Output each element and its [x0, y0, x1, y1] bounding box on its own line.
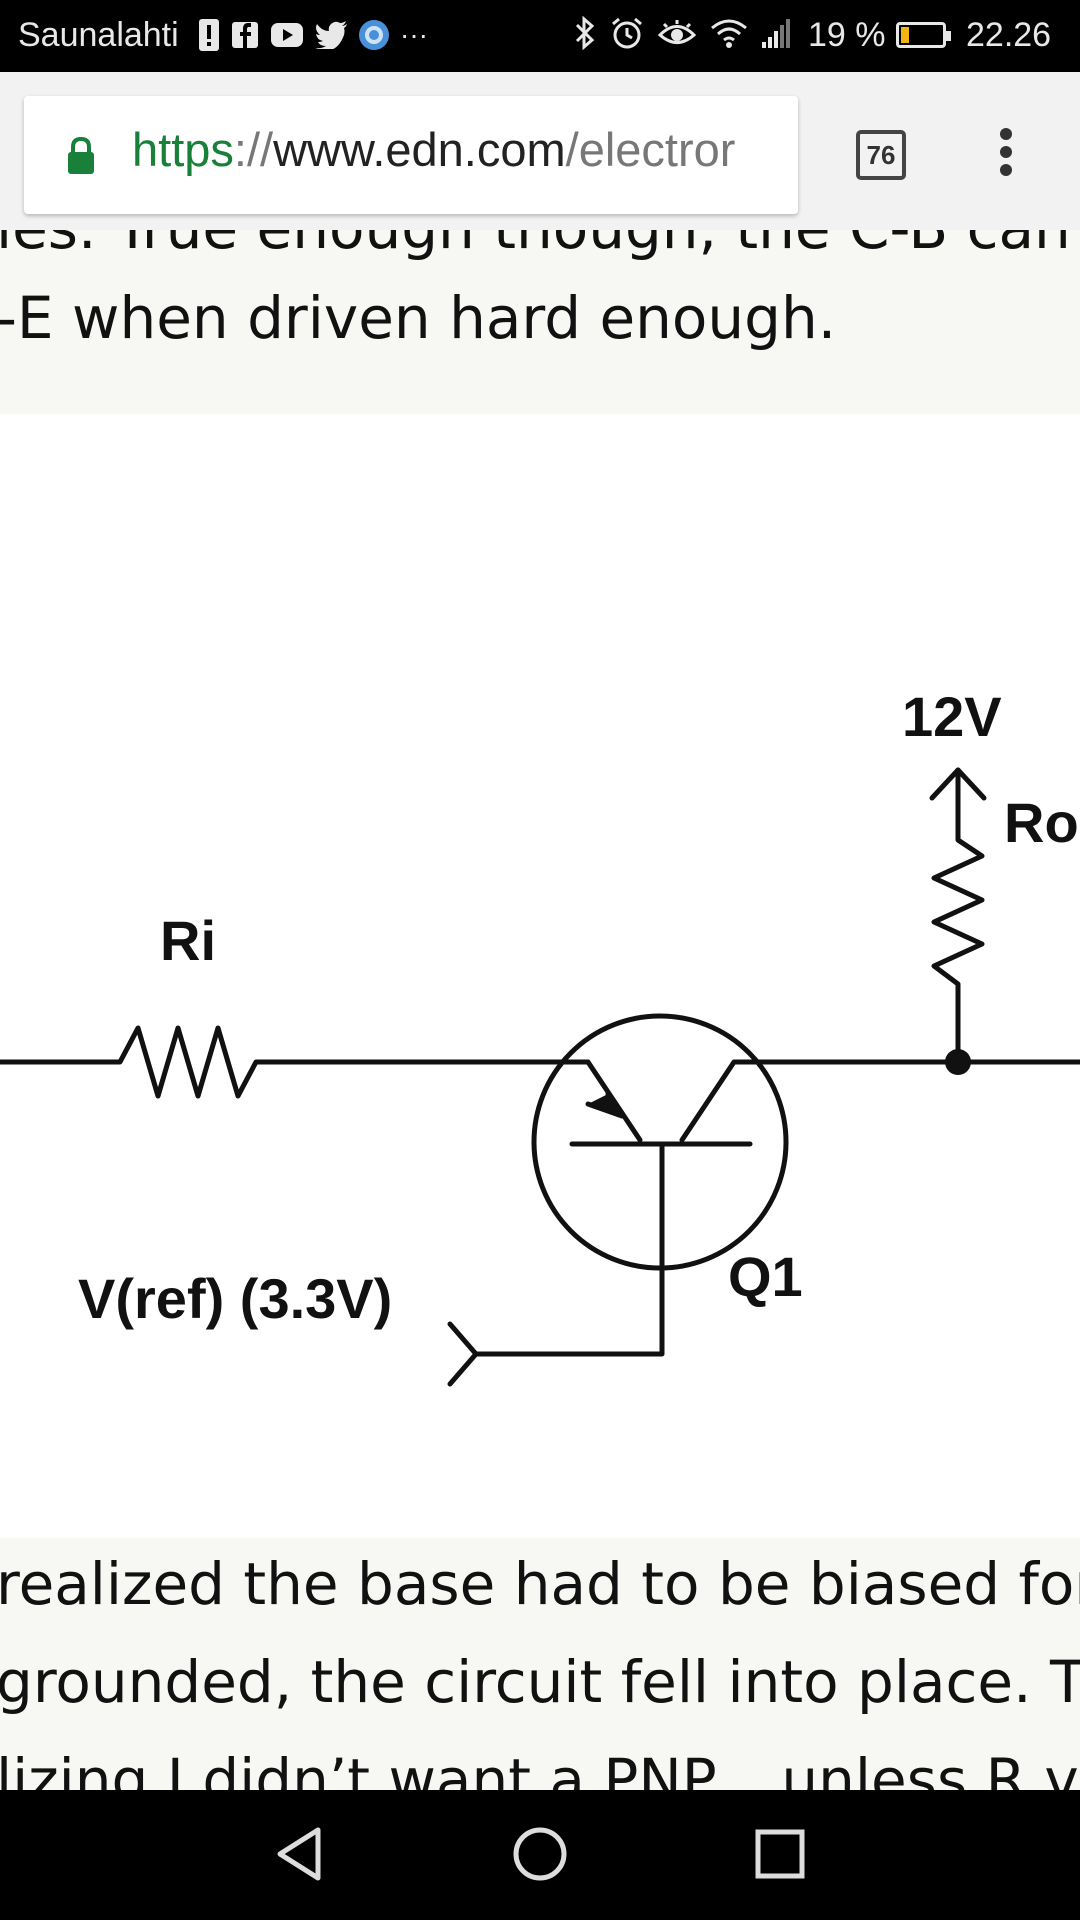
twitter-icon: [315, 21, 347, 49]
wifi-icon: [711, 19, 747, 48]
q1-collector: [679, 1059, 1080, 1143]
schematic-wires: [0, 767, 1080, 1387]
back-icon[interactable]: [272, 1824, 332, 1884]
eye-icon: [658, 20, 696, 44]
q1-label: Q1: [728, 1245, 803, 1308]
q1-transistor-body: [531, 1013, 789, 1271]
article-content: ies. True enough though, the C-B can -E …: [0, 230, 1080, 1790]
alarm-icon: [612, 17, 642, 49]
home-icon[interactable]: [510, 1824, 570, 1884]
app-icon: [359, 20, 389, 50]
junction-dot: [945, 1049, 971, 1075]
facebook-icon: [232, 22, 258, 48]
article-text-line: grounded, the circuit fell into place. T…: [0, 1648, 1080, 1716]
notification-icons: ···: [198, 18, 428, 52]
battery-icon: [896, 22, 951, 48]
carrier-name: Saunalahti: [18, 16, 179, 54]
tab-switcher-button[interactable]: 76: [856, 130, 906, 180]
supply-label: 12V: [902, 685, 1002, 748]
battery-percent: 19 %: [808, 16, 886, 54]
ri-resistor: [0, 1025, 591, 1099]
article-text-line: realized the base had to be biased for m: [0, 1550, 1080, 1618]
article-text-line: lizing I didn’t want a PNP... unless R v: [0, 1746, 1079, 1790]
url-host: www.edn.com: [273, 123, 566, 176]
more-notifications: ···: [400, 19, 428, 50]
navigation-bar: [0, 1790, 1080, 1920]
vref-label: V(ref) (3.3V): [78, 1267, 392, 1330]
system-icons: [574, 16, 796, 50]
youtube-icon: [271, 23, 303, 47]
article-text-line: ies. True enough though, the C-B can: [0, 230, 1071, 262]
ro-label: Ro: [1004, 791, 1079, 854]
url-bar[interactable]: https://www.edn.com/electror: [24, 96, 798, 214]
clock: 22.26: [966, 16, 1052, 54]
vref-wire: [473, 1141, 665, 1357]
alert-icon: [199, 19, 219, 51]
ro-resistor: [931, 771, 985, 1065]
url-text[interactable]: https://www.edn.com/electror: [132, 122, 735, 177]
ri-label: Ri: [160, 909, 216, 972]
lock-icon: [68, 136, 94, 174]
circuit-diagram: 12V Ro Ri Q1 V(ref) (3.3V): [0, 414, 1080, 1538]
url-separator: ://: [233, 123, 274, 176]
overflow-menu-button[interactable]: [996, 128, 1016, 188]
url-path: /electror: [565, 123, 736, 176]
article-text-line: -E when driven hard enough.: [0, 284, 837, 352]
emitter-arrow: [585, 1091, 625, 1119]
vref-marker: [447, 1321, 479, 1387]
signal-icon: [762, 19, 790, 48]
status-bar: Saunalahti ··· 19 % 22.26: [0, 0, 1080, 72]
recents-icon[interactable]: [750, 1824, 810, 1884]
browser-toolbar: https://www.edn.com/electror 76: [0, 72, 1080, 230]
bluetooth-icon: [575, 16, 595, 50]
url-scheme: https: [132, 123, 234, 176]
